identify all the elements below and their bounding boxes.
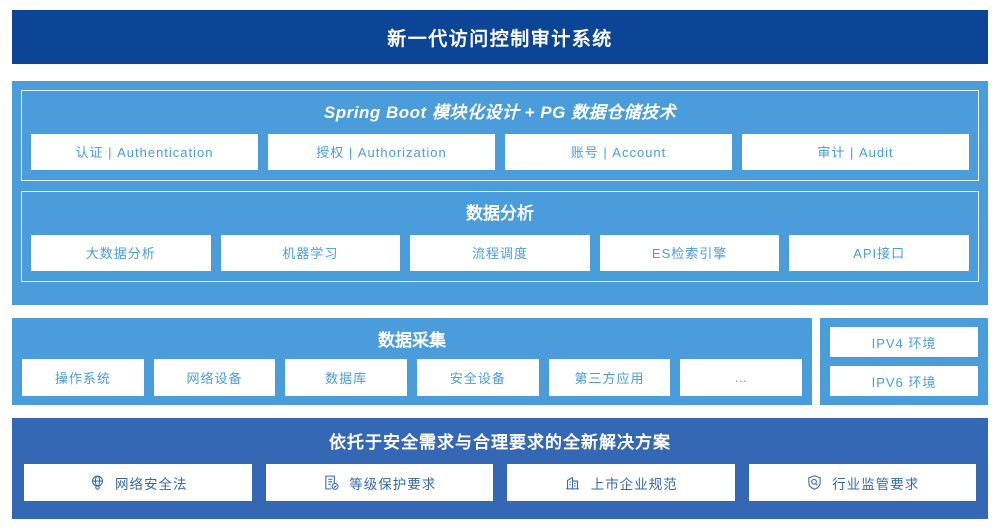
environment-panel: IPV4 环境 IPV6 环境 [820,318,988,405]
tile-label: API接口 [853,246,906,262]
tile-label: 认证 | Authentication [75,145,214,161]
tile-process-scheduling[interactable]: 流程调度 [410,234,590,271]
tile-label: 授权 | Authorization [316,145,447,161]
tile-label: 第三方应用 [574,371,645,386]
tile-label: 网络设备 [186,371,243,386]
tile-label: … [734,370,749,385]
solution-panel: 依托于安全需求与合理要求的全新解决方案 网络安全法 [12,418,988,519]
page-title: 新一代访问控制审计系统 [387,28,613,50]
tile-label: 数据库 [325,371,368,386]
tile-label: 机器学习 [282,246,339,262]
tile-label: 流程调度 [471,246,528,262]
data-collection-panel: 数据采集 操作系统 网络设备 数据库 安全设备 第三方应用 … [12,318,812,405]
module-tile-row: 认证 | Authentication 授权 | Authorization 账… [31,133,969,170]
solution-title: 依托于安全需求与合理要求的全新解决方案 [329,433,671,452]
tile-label: 行业监管要求 [832,476,920,492]
tile-label: 审计 | Audit [817,145,894,161]
tile-industry-regulation[interactable]: 行业监管要求 [748,464,976,501]
tile-classified-protection[interactable]: 等级保护要求 [265,464,493,501]
header-bar: 新一代访问控制审计系统 [12,10,988,64]
tile-database[interactable]: 数据库 [285,359,408,396]
tile-label: IPV4 环境 [871,335,937,351]
tile-label: ES检索引擎 [651,246,728,262]
tile-es-search-engine[interactable]: ES检索引擎 [599,234,780,271]
tile-authorization[interactable]: 授权 | Authorization [268,133,495,170]
solution-inner: 依托于安全需求与合理要求的全新解决方案 网络安全法 [12,418,988,519]
tile-label: 大数据分析 [85,246,156,262]
shield-search-icon [805,474,823,492]
tile-machine-learning[interactable]: 机器学习 [220,234,401,271]
tile-listed-company-standard[interactable]: 上市企业规范 [507,464,735,501]
tile-more[interactable]: … [680,359,803,396]
tile-authentication[interactable]: 认证 | Authentication [31,133,258,170]
solution-tile-row: 网络安全法 等级保护要求 [24,464,976,501]
tile-security-device[interactable]: 安全设备 [417,359,539,396]
analysis-tile-row: 大数据分析 机器学习 流程调度 ES检索引擎 API接口 [31,234,969,271]
analysis-group: 数据分析 大数据分析 机器学习 流程调度 ES检索引擎 API接口 [21,190,979,282]
globe-network-icon [88,474,106,492]
document-check-icon [322,474,340,492]
data-collection-title: 数据采集 [378,331,446,350]
tile-ipv6-environment[interactable]: IPV6 环境 [830,366,978,396]
tile-label: 操作系统 [54,371,111,386]
tile-network-device[interactable]: 网络设备 [153,359,276,396]
tile-audit[interactable]: 审计 | Audit [742,133,969,170]
tile-third-party-app[interactable]: 第三方应用 [548,359,671,396]
module-group: Spring Boot 模块化设计 + PG 数据仓储技术 认证 | Authe… [21,90,979,181]
tile-operating-system[interactable]: 操作系统 [22,359,144,396]
tile-label: 安全设备 [449,371,506,386]
data-collection-inner: 数据采集 操作系统 网络设备 数据库 安全设备 第三方应用 … [12,318,812,405]
tile-cybersecurity-law[interactable]: 网络安全法 [24,464,252,501]
analysis-group-title: 数据分析 [466,203,534,223]
tile-label: IPV6 环境 [871,374,937,390]
tile-label: 网络安全法 [115,476,188,492]
tile-api-interface[interactable]: API接口 [789,234,969,271]
module-group-title: Spring Boot 模块化设计 + PG 数据仓储技术 [323,103,677,122]
tile-label: 等级保护要求 [349,476,437,492]
bank-building-icon [564,474,582,492]
tile-big-data-analysis[interactable]: 大数据分析 [31,234,211,271]
tile-account[interactable]: 账号 | Account [505,133,732,170]
tile-label: 上市企业规范 [590,476,678,492]
tile-ipv4-environment[interactable]: IPV4 环境 [830,327,978,357]
platform-panel: Spring Boot 模块化设计 + PG 数据仓储技术 认证 | Authe… [12,81,988,305]
tile-label: 账号 | Account [570,145,667,161]
data-collection-tile-row: 操作系统 网络设备 数据库 安全设备 第三方应用 … [22,359,803,396]
